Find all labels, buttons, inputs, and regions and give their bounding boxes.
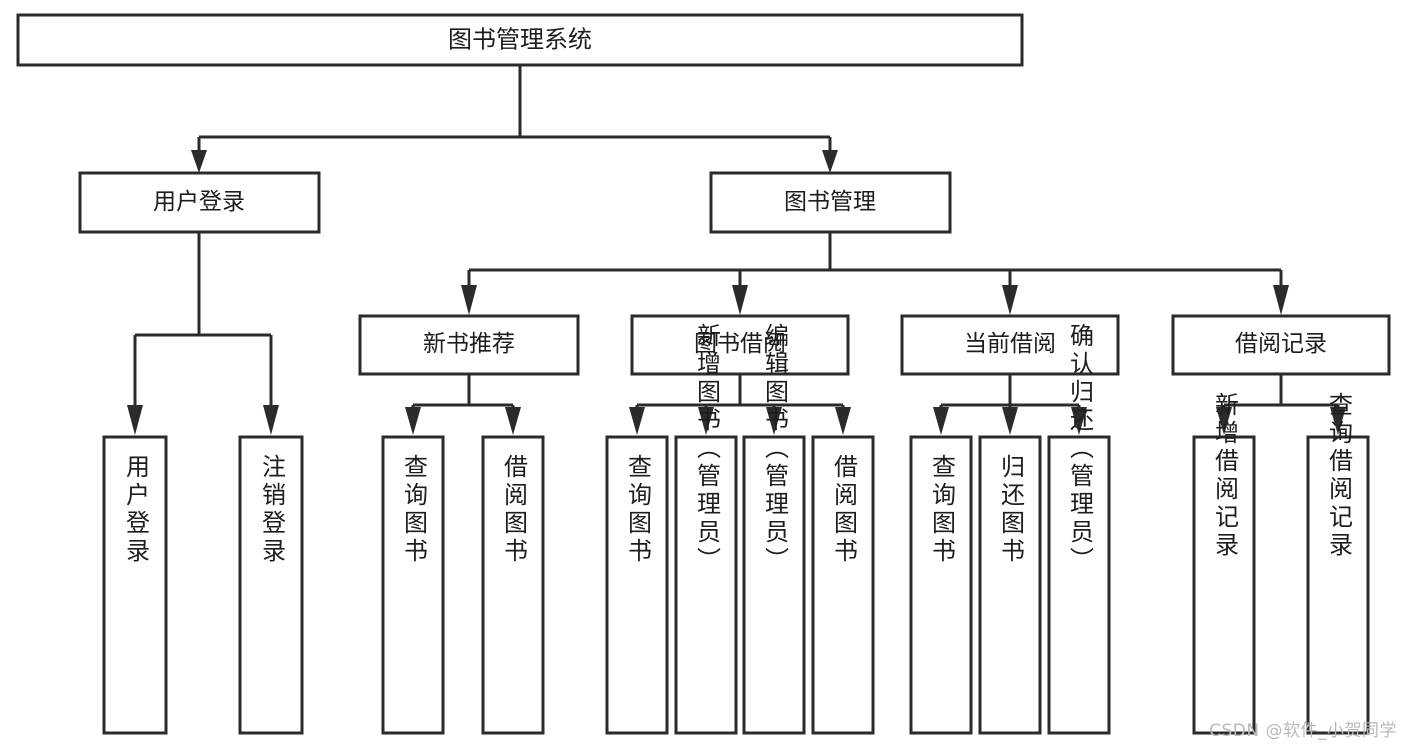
root-node[interactable]: 图书管理系统 [16, 13, 1024, 67]
node-borrow-record[interactable]: 借阅记录 [1171, 314, 1391, 376]
leaf-query-book-borrow-box[interactable] [605, 435, 669, 735]
leaf-query-book-borrow-label: 查询图书 [624, 454, 652, 566]
arrow-head-borrow-book [835, 407, 851, 435]
leaf-query-book-recommend[interactable]: 查询图书 [381, 435, 445, 735]
node-current-borrow[interactable]: 当前借阅 [900, 314, 1120, 376]
leaf-query-borrow-record[interactable]: 查询借阅记录 [1306, 392, 1370, 735]
node-new-book-recommend-label: 新书推荐 [423, 330, 515, 356]
arrow-head-borrow-book-recommend [505, 407, 521, 435]
leaf-edit-book-admin[interactable]: 编辑图书（管理员） [742, 323, 806, 735]
leaf-edit-book-admin-box[interactable] [742, 435, 806, 735]
node-user-login-box[interactable] [78, 171, 321, 234]
arrow-head-user-login [191, 150, 207, 173]
arrow-head-book-borrow [732, 285, 748, 315]
leaf-borrow-book-box[interactable] [811, 435, 875, 735]
leaf-add-book-admin-box[interactable] [674, 435, 738, 735]
leaf-borrow-book-recommend-label: 借阅图书 [500, 454, 528, 566]
leaf-borrow-book-recommend[interactable]: 借阅图书 [481, 435, 545, 735]
arrow-head-confirm-return-admin [1071, 407, 1087, 435]
leaf-user-login-label: 用户登录 [122, 454, 150, 566]
leaf-borrow-book-recommend-box[interactable] [481, 435, 545, 735]
arrow-head-query-borrow-record [1330, 407, 1346, 435]
leaf-borrow-book[interactable]: 借阅图书 [811, 435, 875, 735]
node-book-borrow-label: 图书借阅 [694, 330, 786, 356]
leaf-logout[interactable]: 注销登录 [238, 435, 304, 735]
arrow-head-edit-book-admin [766, 407, 782, 435]
arrow-head-add-borrow-record [1216, 407, 1232, 435]
node-book-management-label: 图书管理 [784, 188, 876, 214]
node-current-borrow-box[interactable] [900, 314, 1120, 376]
arrow-head-new-book [461, 285, 477, 315]
connectors [127, 65, 1346, 435]
leaf-query-book-recommend-box[interactable] [381, 435, 445, 735]
arrow-head-add-book-admin [698, 407, 714, 435]
leaf-confirm-return-admin-label: 确认归还（管理员） [1066, 323, 1094, 575]
node-borrow-record-box[interactable] [1171, 314, 1391, 376]
node-book-management[interactable]: 图书管理 [709, 171, 952, 234]
leaf-return-book-box[interactable] [978, 435, 1042, 735]
root-node-label: 图书管理系统 [448, 26, 592, 53]
leaf-return-book-label: 归还图书 [997, 454, 1025, 566]
leaf-add-borrow-record-box[interactable] [1192, 435, 1256, 735]
leaf-query-book-current-box[interactable] [909, 435, 973, 735]
node-book-borrow-box[interactable] [630, 314, 850, 376]
node-current-borrow-label: 当前借阅 [964, 330, 1056, 356]
arrow-head-query-book-borrow [629, 407, 645, 435]
leaf-query-book-borrow[interactable]: 查询图书 [605, 435, 669, 735]
leaf-user-login-box[interactable] [102, 435, 168, 735]
leaf-confirm-return-admin[interactable]: 确认归还（管理员） [1047, 323, 1111, 735]
node-borrow-record-label: 借阅记录 [1235, 330, 1327, 356]
node-book-borrow[interactable]: 图书借阅 [630, 314, 850, 376]
arrow-head-leaf-logout [263, 405, 279, 435]
leaf-add-borrow-record[interactable]: 新增借阅记录 [1192, 392, 1256, 735]
arrow-head-current-borrow [1002, 285, 1018, 315]
leaf-query-borrow-record-label: 查询借阅记录 [1325, 392, 1353, 560]
leaf-user-login[interactable]: 用户登录 [102, 435, 168, 735]
leaf-query-book-recommend-label: 查询图书 [400, 454, 428, 566]
node-new-book-recommend[interactable]: 新书推荐 [358, 314, 580, 376]
leaf-query-book-current-label: 查询图书 [928, 454, 956, 566]
root-node-box[interactable] [16, 13, 1024, 67]
node-book-management-box[interactable] [709, 171, 952, 234]
leaf-query-book-current[interactable]: 查询图书 [909, 435, 973, 735]
node-new-book-recommend-box[interactable] [358, 314, 580, 376]
arrow-head-borrow-record [1273, 285, 1289, 315]
csdn-watermark: CSDN @软件_小贺同学 [1209, 721, 1397, 741]
node-user-login-label: 用户登录 [153, 188, 245, 214]
leaf-query-borrow-record-box[interactable] [1306, 435, 1370, 735]
leaf-return-book[interactable]: 归还图书 [978, 435, 1042, 735]
leaf-add-book-admin[interactable]: 新增图书（管理员） [674, 323, 738, 735]
leaf-logout-box[interactable] [238, 435, 304, 735]
leaf-borrow-book-label: 借阅图书 [830, 454, 858, 566]
leaf-add-borrow-record-label: 新增借阅记录 [1211, 392, 1239, 560]
arrow-head-query-book-current [933, 407, 949, 435]
arrow-head-query-book-recommend [405, 407, 421, 435]
leaf-confirm-return-admin-box[interactable] [1047, 435, 1111, 735]
leaf-logout-label: 注销登录 [258, 454, 286, 566]
leaf-add-book-admin-label: 新增图书（管理员） [693, 323, 721, 575]
arrow-head-book-management [822, 150, 838, 173]
node-user-login[interactable]: 用户登录 [78, 171, 321, 234]
arrow-head-return-book [1002, 407, 1018, 435]
arrow-head-leaf-user-login [127, 405, 143, 435]
leaf-edit-book-admin-label: 编辑图书（管理员） [761, 323, 789, 575]
